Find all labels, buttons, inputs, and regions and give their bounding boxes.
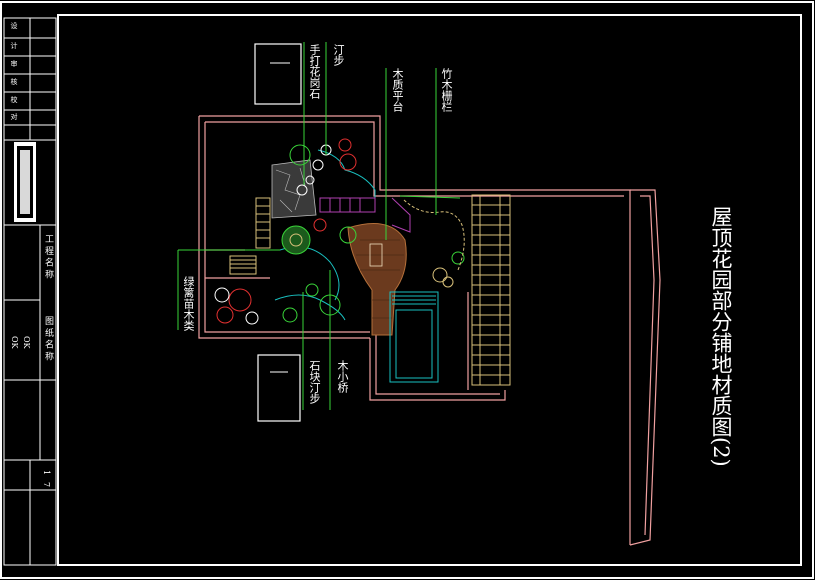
label-rubble-stone: 手打花岗石	[308, 44, 321, 99]
label-wood-deck: 木质平台	[391, 68, 404, 112]
title-block-sign-6: 对	[10, 113, 18, 120]
title-block-sign-3: 审	[10, 60, 18, 67]
company-logo	[14, 142, 36, 222]
title-block-project-label: 工 程 名 称	[43, 234, 53, 279]
label-pebble-path: 石块汀步	[308, 360, 321, 404]
title-block	[3, 17, 57, 566]
label-hedge: 绿篱苗木类	[182, 276, 195, 331]
label-wood-bridge: 木小桥	[336, 360, 349, 393]
title-block-sign-2: 计	[10, 42, 18, 49]
title-block-page-2: 7	[42, 482, 51, 488]
pool-area	[389, 291, 439, 383]
building-walls	[198, 115, 661, 546]
leader-lines	[177, 42, 437, 410]
inner-frame	[57, 14, 802, 566]
title-block-sign-5: 校	[10, 96, 18, 103]
title-block-page-1: 1	[42, 470, 51, 476]
garden-planting	[214, 138, 465, 325]
label-bamboo-fence: 竹木栅栏	[440, 68, 453, 112]
steps	[229, 197, 271, 275]
drawing-title: 屋顶花园部分铺地材质图(2)	[709, 206, 733, 467]
wood-deck	[347, 223, 407, 336]
marker-box-top	[254, 43, 302, 105]
title-block-ok-1: OK	[22, 336, 31, 349]
rubble-stone-area	[271, 159, 317, 219]
title-block-sign-1: 设	[10, 22, 18, 29]
pergola-slats	[471, 194, 511, 386]
title-block-drawing-label: 图 纸 名 称	[43, 316, 53, 361]
marker-box-bottom	[257, 354, 301, 422]
title-block-ok-2: OK	[10, 336, 19, 349]
title-block-sign-4: 核	[10, 78, 18, 85]
label-step-stone: 汀步	[332, 44, 345, 66]
